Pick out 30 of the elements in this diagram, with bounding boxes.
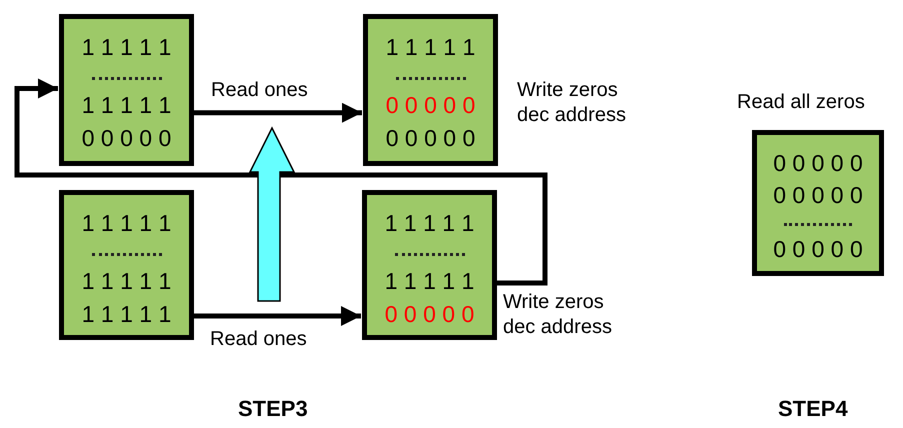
bit-row-text: 0 0 0 0 0 [384, 300, 476, 328]
bit-row-text: 1 1 1 1 1 [80, 91, 172, 119]
arrow [194, 102, 362, 123]
bit-row-text: 0 0 0 0 0 [772, 149, 864, 177]
bit-row-text: 0 0 0 0 0 [384, 124, 476, 152]
bit-row-text: 0 0 0 0 0 [772, 235, 864, 263]
bit-row-text: 1 1 1 1 1 [80, 209, 172, 237]
bit-row-text: 1 1 1 1 1 [80, 33, 172, 61]
step-label: STEP4 [778, 396, 848, 422]
bit-row-text: 1 1 1 1 1 [384, 267, 476, 295]
bit-row-text: 0 0 0 0 0 [384, 91, 476, 119]
memory-array-box [363, 14, 498, 166]
operation-note: Write zeros dec address [517, 78, 627, 128]
bit-row-text: 1 1 1 1 1 [384, 33, 476, 61]
arrow [14, 78, 548, 286]
memory-array-box [362, 190, 497, 340]
arrow [194, 306, 361, 326]
edge-label: Read ones [211, 78, 308, 103]
step-label: STEP3 [238, 396, 308, 422]
operation-note: Write zeros dec address [503, 290, 613, 340]
bit-row-text: 1 1 1 1 1 [80, 267, 172, 295]
operation-note: Read all zeros [737, 90, 866, 115]
bit-row-text: 1 1 1 1 1 [80, 300, 172, 328]
memory-array-box [752, 130, 884, 276]
memory-array-box [59, 14, 194, 166]
bit-row-text: 1 1 1 1 1 [384, 209, 476, 237]
bit-row-text: 0 0 0 0 0 [772, 181, 864, 209]
memory-array-box [59, 190, 194, 340]
bit-row-text: 0 0 0 0 0 [80, 124, 172, 152]
edge-label: Read ones [210, 327, 307, 352]
